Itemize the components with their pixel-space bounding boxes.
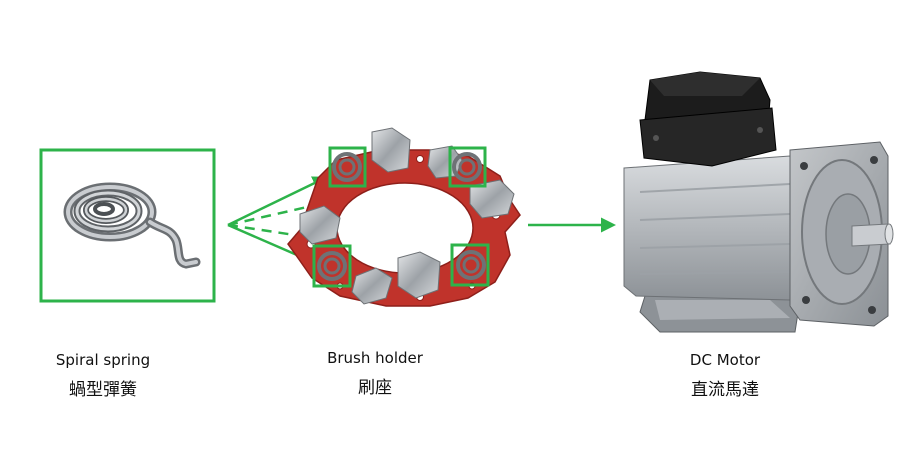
caption-brush-holder: Brush holder 刷座 [300,348,450,400]
caption-dc-motor: DC Motor 直流馬達 [650,350,800,402]
label-brush-holder-zh: 刷座 [358,378,392,398]
dc-motor-image [623,71,894,333]
caption-spiral-spring: Spiral spring 蝸型彈簧 [28,350,178,402]
motor-body [623,155,809,301]
label-spiral-spring-zh: 蝸型彈簧 [69,380,137,400]
label-spiral-spring-en: Spiral spring [55,351,151,369]
motor-encoder-base [639,107,777,167]
label-brush-holder-en: Brush holder [327,349,423,367]
brush-holder-image [287,127,521,307]
label-dc-motor-zh: 直流馬達 [691,380,759,400]
brush-bracket-parts [299,127,515,305]
motor-shaft [851,223,891,247]
spring-highlight-box [39,148,216,303]
arrow-top [227,176,328,227]
label-dc-motor-en: DC Motor [689,351,761,369]
spiral-spring-image [39,148,216,303]
spiral-spring-icon [63,182,201,269]
spring-highlight-boxes [312,146,490,288]
flange-bolt-holes [800,156,878,314]
spring-coil-icons [317,152,486,281]
